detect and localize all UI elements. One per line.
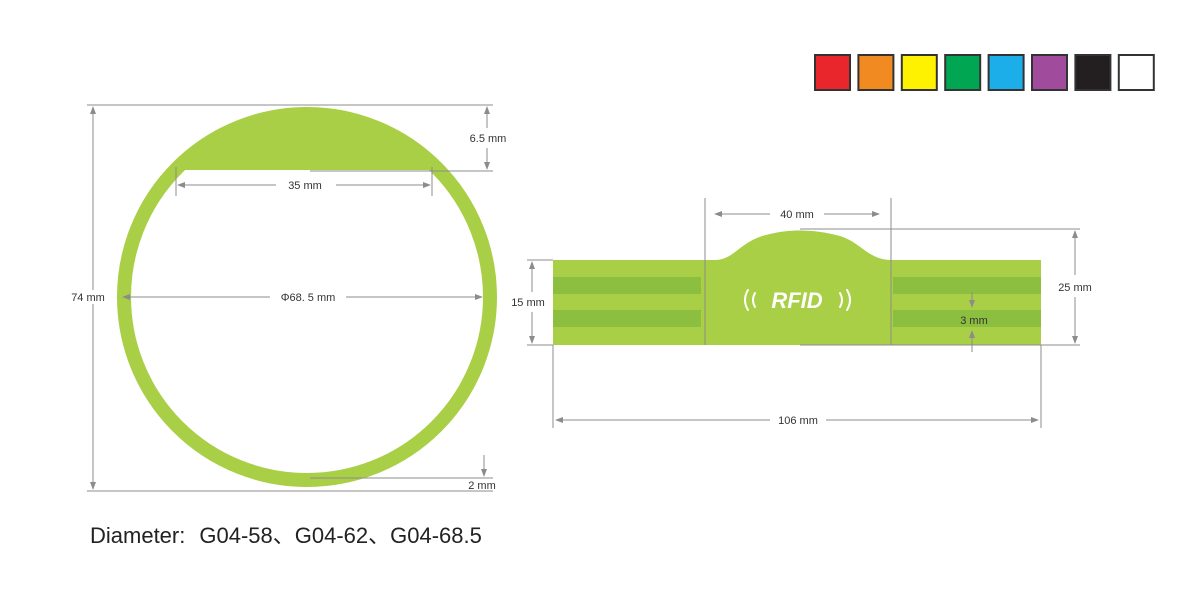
stripe-label: 3 mm (960, 315, 988, 327)
color-swatch-black (1074, 54, 1112, 91)
color-swatch-purple (1031, 54, 1068, 91)
diameter-caption: Diameter: G04-58、G04-62、G04-68.5 (90, 518, 482, 550)
rfid-wave-left-outer (744, 289, 749, 311)
color-swatches (814, 54, 1155, 91)
thickness-label: 2 mm (468, 480, 496, 492)
diameter-label: Φ68. 5 mm (281, 292, 336, 304)
tab-width-arrow-left (714, 211, 722, 217)
length-label: 106 mm (778, 415, 818, 427)
height-label-bg (66, 290, 110, 304)
wristband-top-cap (169, 111, 446, 170)
tab-width-arrow-right (872, 211, 880, 217)
stripe-arrow-top (969, 300, 975, 308)
total-height-arrow-top (1072, 230, 1078, 238)
rfid-wave-left-inner (752, 292, 756, 308)
circle-view: 74 mm 6.5 mm 35 mm Φ68. 5 mm 2 mm (66, 104, 507, 492)
stripe-arrow-bottom (969, 330, 975, 338)
flat-view: RFID 40 mm 25 mm 15 mm 3 (511, 198, 1092, 428)
caption-label: Diameter: (90, 523, 186, 548)
height-label: 74 mm (71, 292, 105, 304)
rfid-logo: RFID (744, 288, 851, 313)
cap-width-arrow-right (423, 182, 431, 188)
cap-width-label: 35 mm (288, 180, 322, 192)
cap-height-label: 6.5 mm (470, 133, 507, 145)
diameter-arrow-left (122, 294, 130, 300)
color-swatch-orange (857, 54, 895, 91)
thickness-arrow-top (481, 469, 487, 477)
rfid-wave-right-outer (846, 289, 851, 311)
color-swatch-blue (987, 54, 1025, 91)
band-height-arrow-top (529, 261, 535, 269)
band-height-arrow-bottom (529, 336, 535, 344)
band-height-label: 15 mm (511, 297, 545, 309)
height-arrow-bottom (90, 482, 96, 490)
length-arrow-right (1031, 417, 1039, 423)
cap-width-arrow-left (177, 182, 185, 188)
color-swatch-red (814, 54, 851, 91)
diameter-arrow-right (475, 294, 483, 300)
stripe-right-bottom (893, 310, 1041, 327)
stripe-left-bottom (553, 310, 701, 327)
color-swatch-yellow (900, 54, 938, 91)
caption-models: G04-58、G04-62、G04-68.5 (199, 523, 482, 548)
length-arrow-left (555, 417, 563, 423)
rfid-logo-text: RFID (771, 288, 822, 313)
height-arrow-top (90, 106, 96, 114)
color-swatch-white (1117, 54, 1155, 91)
cap-arrow-bottom (484, 162, 490, 170)
stripe-right-top (893, 277, 1041, 294)
color-swatch-green (944, 54, 982, 91)
rfid-wave-right-inner (839, 292, 843, 308)
tab-width-label: 40 mm (780, 209, 814, 221)
total-height-label: 25 mm (1058, 282, 1092, 294)
stripe-left-top (553, 277, 701, 294)
total-height-arrow-bottom (1072, 336, 1078, 344)
cap-arrow-top (484, 106, 490, 114)
